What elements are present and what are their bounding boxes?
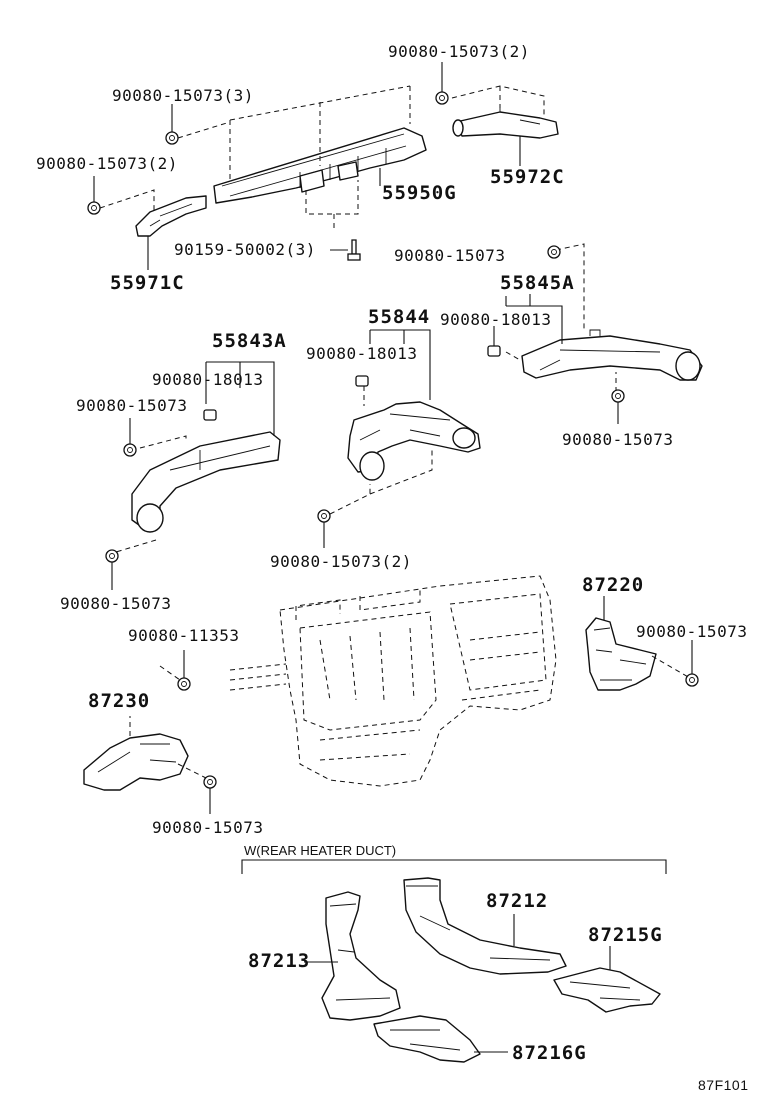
bolt-55843a-top[interactable] [123, 443, 137, 457]
label-bolt-55843a-bottom: 90080-15073 [60, 594, 172, 613]
part-55845a-drawing[interactable] [521, 329, 703, 381]
part-55971c-drawing[interactable] [135, 195, 207, 237]
clip-55843a[interactable] [203, 409, 217, 421]
part-87213-drawing[interactable] [321, 891, 401, 1021]
rear-heater-duct-note: W(REAR HEATER DUCT) [244, 843, 397, 858]
bolt-87230-top[interactable] [177, 677, 191, 691]
label-bolt-55950g: 90080-15073(3) [112, 86, 254, 105]
bolt-87220[interactable] [685, 673, 699, 687]
part-55844-drawing[interactable] [347, 401, 481, 481]
heater-unit-outline [229, 575, 557, 787]
part-55843a-drawing[interactable] [131, 431, 281, 533]
label-bolt-55845a-bottom: 90080-15073 [562, 430, 674, 449]
label-87215g[interactable]: 87215G [588, 924, 663, 946]
bolt-55971c[interactable] [87, 201, 101, 215]
label-clip-55844: 90080-18013 [306, 344, 418, 363]
part-87230-drawing[interactable] [83, 733, 189, 791]
label-bolt-87230-top: 90080-11353 [128, 626, 240, 645]
part-87216g-drawing[interactable] [373, 1015, 481, 1063]
label-87220[interactable]: 87220 [582, 574, 645, 596]
label-bolt-55843a-top: 90080-15073 [76, 396, 188, 415]
label-bolt-55844: 90080-15073(2) [270, 552, 412, 571]
label-55950g[interactable]: 55950G [382, 182, 457, 204]
label-87213[interactable]: 87213 [248, 950, 311, 972]
label-bolt-87230-bottom: 90080-15073 [152, 818, 264, 837]
clip-55844[interactable] [355, 375, 369, 387]
label-bolt-55971c: 90080-15073(2) [36, 154, 178, 173]
part-87215g-drawing[interactable] [553, 967, 661, 1013]
bolt-55843a-bottom[interactable] [105, 549, 119, 563]
label-bolt-55972c: 90080-15073(2) [388, 42, 530, 61]
label-clip-55843a: 90080-18013 [152, 370, 264, 389]
bolt-55844[interactable] [317, 509, 331, 523]
label-screw-90159: 90159-50002(3) [174, 240, 316, 259]
label-bolt-87220: 90080-15073 [636, 622, 748, 641]
label-55971c[interactable]: 55971C [110, 272, 185, 294]
label-55843a[interactable]: 55843A [212, 330, 287, 352]
label-55972c[interactable]: 55972C [490, 166, 565, 188]
bolt-55972c[interactable] [435, 91, 449, 105]
label-87230[interactable]: 87230 [88, 690, 151, 712]
part-87212-drawing[interactable] [403, 877, 567, 975]
label-87212[interactable]: 87212 [486, 890, 549, 912]
part-87220-drawing[interactable] [585, 617, 657, 691]
label-clip-55845a: 90080-18013 [440, 310, 552, 329]
label-87216g[interactable]: 87216G [512, 1042, 587, 1064]
bolt-55845a-top[interactable] [547, 245, 561, 259]
label-55845a[interactable]: 55845A [500, 272, 575, 294]
clip-55845a[interactable] [487, 345, 501, 357]
screw-90159[interactable] [347, 239, 361, 261]
bolt-top-left[interactable] [165, 131, 179, 145]
label-bolt-55845a-top: 90080-15073 [394, 246, 506, 265]
part-55972c-drawing[interactable] [452, 106, 559, 139]
bolt-87230-bottom[interactable] [203, 775, 217, 789]
label-55844[interactable]: 55844 [368, 306, 431, 328]
bolt-55845a-bottom[interactable] [611, 389, 625, 403]
figure-code: 87F101 [698, 1077, 749, 1093]
